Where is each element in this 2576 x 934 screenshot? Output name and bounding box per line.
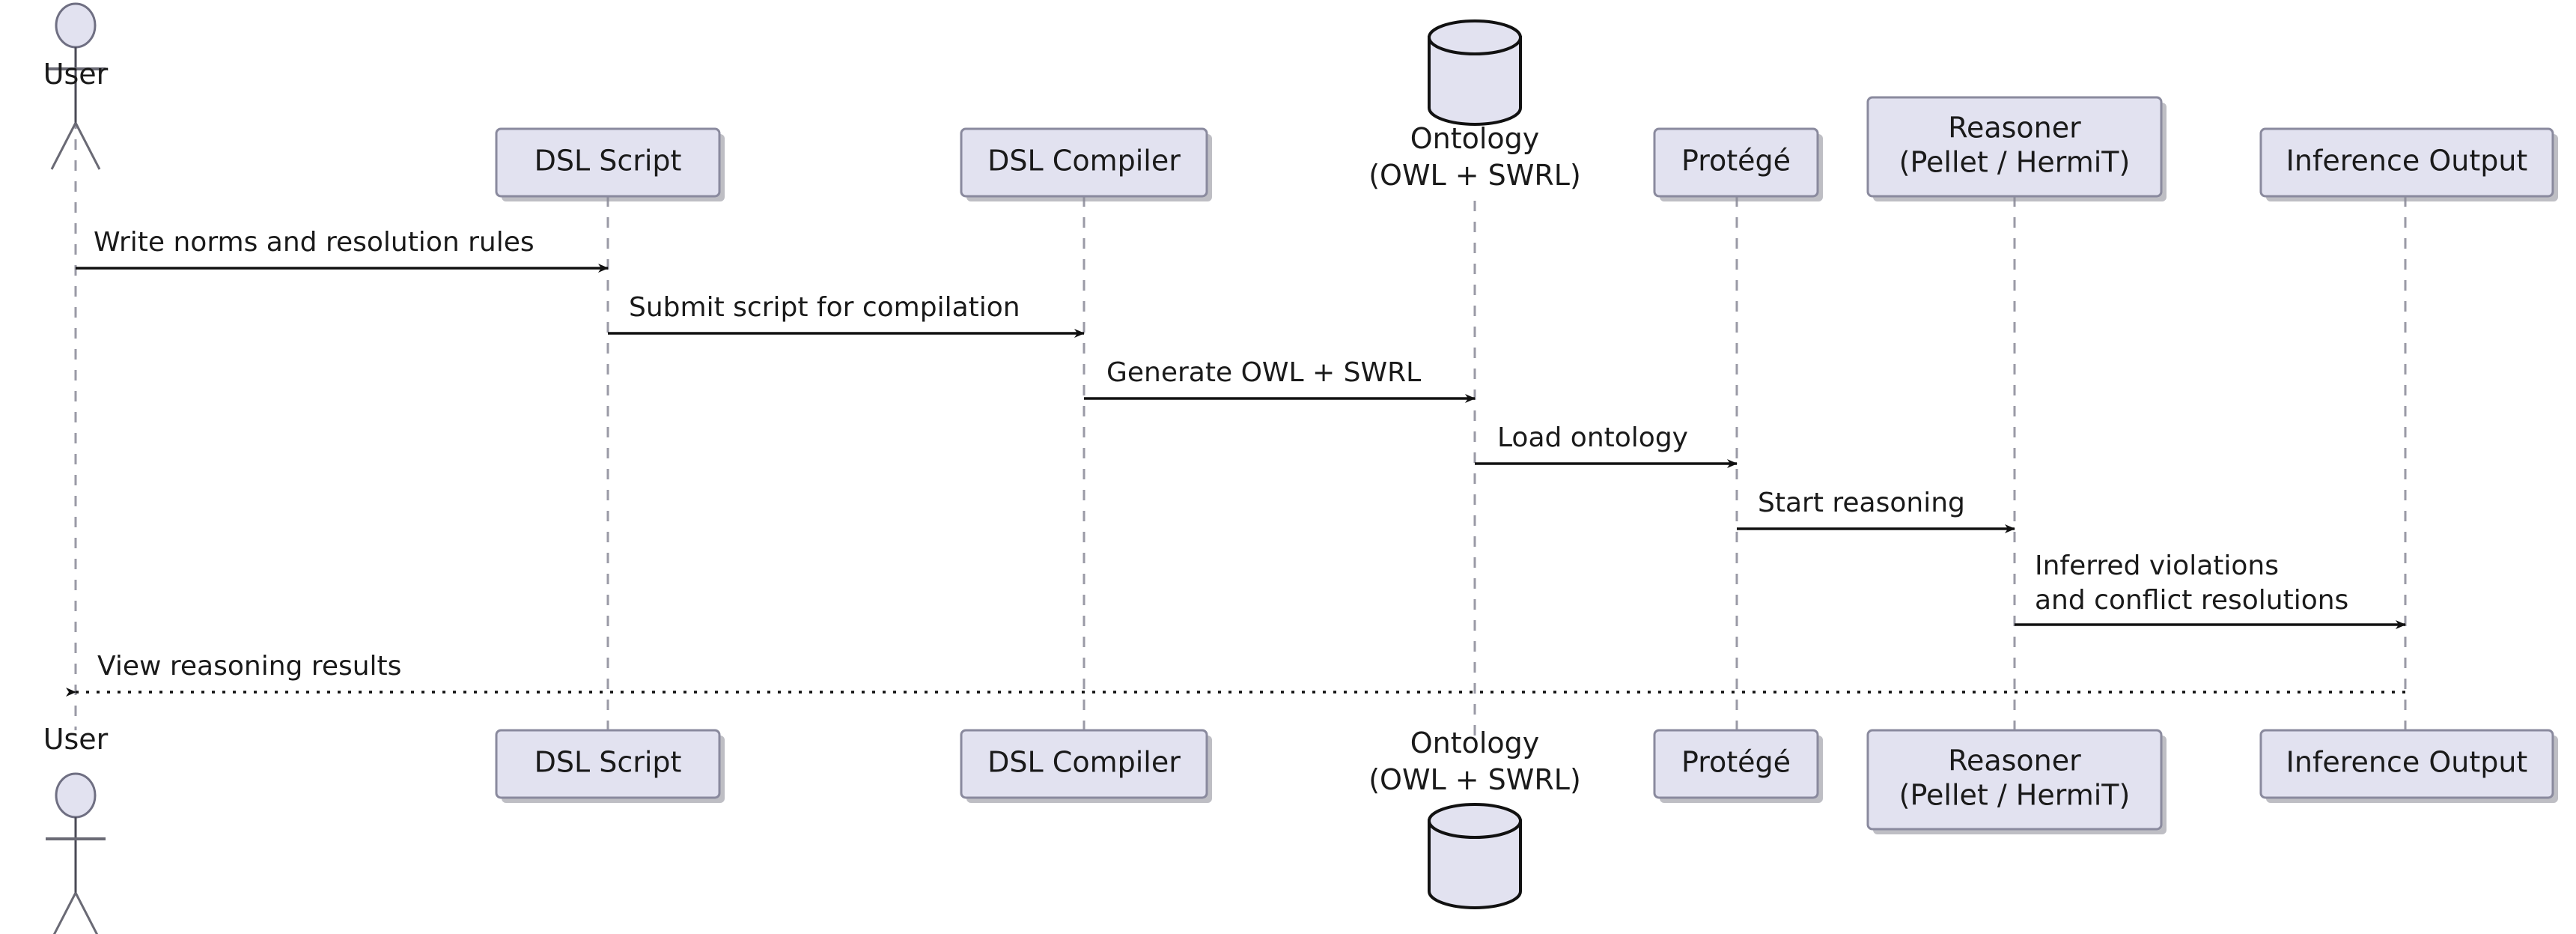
- actor-leg-right-icon: [74, 892, 99, 934]
- actor-label-user: User: [43, 58, 109, 91]
- cylinder-top-icon: [1428, 803, 1522, 839]
- participant-box-protege-bottom[interactable]: Protégé: [1653, 729, 1823, 803]
- participant-box-reasoner-bottom[interactable]: Reasoner(Pellet / HermiT): [1866, 729, 2167, 834]
- message-label-4: Load ontology: [1497, 422, 1688, 453]
- participant-label-protege: Protégé: [1681, 746, 1791, 779]
- message-6[interactable]: Inferred violations and conflict resoluti…: [2015, 551, 2406, 629]
- box-body: [1653, 127, 1819, 198]
- database-ontology-top[interactable]: Ontology (OWL + SWRL): [1368, 19, 1581, 192]
- database-sublabel-ontology: (OWL + SWRL): [1368, 763, 1581, 796]
- participant-box-reasoner-top[interactable]: Reasoner(Pellet / HermiT): [1866, 96, 2167, 201]
- box-body: [1866, 96, 2163, 198]
- participant-box-inference-output-bottom[interactable]: Inference Output: [2259, 729, 2558, 803]
- participant-box-dsl-script-top[interactable]: DSL Script: [495, 127, 725, 201]
- actor-head-icon: [55, 772, 97, 819]
- actor-user-top[interactable]: User: [43, 2, 109, 170]
- participant-label-inference-output: Inference Output: [2286, 145, 2528, 178]
- database-ontology-bottom[interactable]: Ontology (OWL + SWRL): [1368, 727, 1581, 909]
- message-label-2: Submit script for compilation: [629, 292, 1020, 323]
- actor-leg-left-icon: [50, 122, 77, 170]
- box-body: [1866, 729, 2163, 831]
- message-1[interactable]: Write norms and resolution rules: [76, 227, 609, 273]
- message-label-6: and conflict resolutions: [2035, 585, 2348, 616]
- box-body: [960, 729, 1208, 799]
- message-label-1: Write norms and resolution rules: [94, 227, 535, 258]
- box-body: [960, 127, 1208, 198]
- actor-leg-right-icon: [74, 122, 101, 170]
- message-5[interactable]: Start reasoning: [1737, 488, 2015, 533]
- lifelines-group: [74, 97, 2407, 738]
- message-label-6: Inferred violations: [2035, 551, 2279, 581]
- message-label-7: View reasoning results: [97, 651, 401, 682]
- participant-box-dsl-script-bottom[interactable]: DSL Script: [495, 729, 725, 803]
- box-body: [495, 127, 721, 198]
- message-2[interactable]: Submit script for compilation: [608, 292, 1085, 338]
- participant-box-dsl-compiler-top[interactable]: DSL Compiler: [960, 127, 1212, 201]
- cylinder-body-icon: [1428, 819, 1522, 909]
- participant-label-protege: Protégé: [1681, 145, 1791, 178]
- box-body: [495, 729, 721, 799]
- box-body: [2259, 127, 2554, 198]
- cylinder-body-icon: [1428, 36, 1522, 126]
- database-label-ontology: Ontology: [1410, 727, 1540, 759]
- box-body: [2259, 729, 2554, 799]
- box-body: [1653, 729, 1819, 799]
- participant-label-inference-output: Inference Output: [2286, 746, 2528, 779]
- participant-box-dsl-compiler-bottom[interactable]: DSL Compiler: [960, 729, 1212, 803]
- participant-label-dsl-compiler: DSL Compiler: [987, 746, 1181, 779]
- message-label-3: Generate OWL + SWRL: [1106, 357, 1421, 388]
- message-label-5: Start reasoning: [1758, 488, 1965, 518]
- message-4[interactable]: Load ontology: [1475, 422, 1738, 468]
- participant-label-reasoner: Reasoner: [1948, 112, 2081, 145]
- participant-box-protege-top[interactable]: Protégé: [1653, 127, 1823, 201]
- actor-head-icon: [55, 2, 97, 49]
- message-7[interactable]: View reasoning results: [66, 651, 2405, 697]
- participant-label-reasoner: Reasoner: [1948, 745, 2081, 777]
- participant-label-dsl-compiler: DSL Compiler: [987, 145, 1181, 178]
- database-label-ontology: Ontology: [1410, 122, 1540, 155]
- actor-label-user: User: [43, 723, 109, 756]
- participant-label-reasoner: (Pellet / HermiT): [1899, 146, 2131, 179]
- participant-label-reasoner: (Pellet / HermiT): [1899, 779, 2131, 812]
- cylinder-top-icon: [1428, 19, 1522, 55]
- participant-label-dsl-script: DSL Script: [535, 145, 682, 178]
- message-3[interactable]: Generate OWL + SWRL: [1084, 357, 1476, 403]
- participant-label-dsl-script: DSL Script: [535, 746, 682, 779]
- actor-user-bottom[interactable]: User: [43, 723, 109, 934]
- database-sublabel-ontology: (OWL + SWRL): [1368, 159, 1581, 192]
- participant-box-inference-output-top[interactable]: Inference Output: [2259, 127, 2558, 201]
- actor-leg-left-icon: [52, 892, 77, 934]
